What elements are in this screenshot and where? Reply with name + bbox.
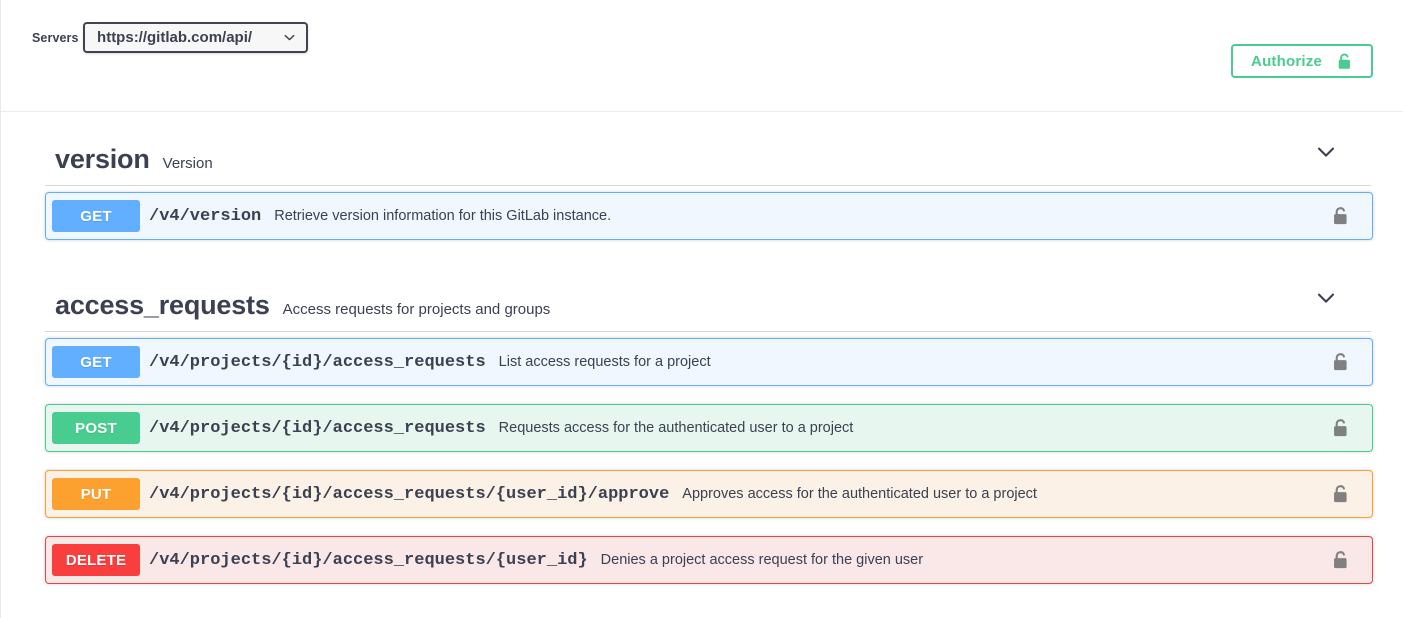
method-badge: PUT [52,478,140,510]
chevron-down-icon[interactable] [1313,284,1339,310]
unlock-icon[interactable] [1331,352,1350,373]
operations-area: version Version GET /v4/version Retrieve… [1,112,1403,584]
tag-header-access-requests[interactable]: access_requests Access requests for proj… [43,258,1373,331]
operation-path: /v4/projects/{id}/access_requests/{user_… [149,550,588,570]
method-badge: GET [52,200,140,232]
operation-path: /v4/version [149,206,262,226]
operation-summary: List access requests for a project [498,354,711,370]
method-badge: POST [52,412,140,444]
operation-list-version: GET /v4/version Retrieve version informa… [43,186,1373,240]
chevron-down-icon [283,31,296,44]
method-badge: GET [52,346,140,378]
unlock-icon[interactable] [1331,418,1350,439]
server-select-value: https://gitlab.com/api/ [97,29,253,46]
tag-description: Access requests for projects and groups [282,301,551,318]
tag-divider [45,331,1371,332]
operation-summary: Requests access for the authenticated us… [498,420,854,436]
tag-header-version[interactable]: version Version [43,112,1373,185]
servers-block: Servers https://gitlab.com/api/ [28,22,1373,53]
operation-summary: Denies a project access request for the … [600,552,924,568]
tag-section-version: version Version GET /v4/version Retrieve… [43,112,1373,240]
unlock-icon[interactable] [1331,550,1350,571]
operation-row[interactable]: DELETE /v4/projects/{id}/access_requests… [45,536,1373,584]
tag-section-access-requests: access_requests Access requests for proj… [43,258,1373,584]
authorize-button-label: Authorize [1251,52,1322,70]
tag-name: access_requests [55,290,270,320]
operation-row[interactable]: PUT /v4/projects/{id}/access_requests/{u… [45,470,1373,518]
operation-path: /v4/projects/{id}/access_requests/{user_… [149,484,670,504]
operation-row[interactable]: GET /v4/version Retrieve version informa… [45,192,1373,240]
operation-path: /v4/projects/{id}/access_requests [149,352,486,372]
method-badge: DELETE [52,544,140,576]
operation-path: /v4/projects/{id}/access_requests [149,418,486,438]
authorize-button[interactable]: Authorize [1231,44,1373,78]
tag-divider [45,185,1371,186]
server-select[interactable]: https://gitlab.com/api/ [83,22,309,53]
operation-summary: Approves access for the authenticated us… [682,486,1037,502]
unlock-icon [1336,52,1353,71]
operation-row[interactable]: POST /v4/projects/{id}/access_requests R… [45,404,1373,452]
tag-description: Version [162,155,213,172]
tag-name: version [55,144,150,174]
operation-row[interactable]: GET /v4/projects/{id}/access_requests Li… [45,338,1373,386]
operation-summary: Retrieve version information for this Gi… [274,208,612,224]
chevron-down-icon[interactable] [1313,138,1339,164]
scheme-bar: Servers https://gitlab.com/api/ Authoriz… [1,0,1403,112]
servers-label: Servers [32,31,79,45]
operation-list-access-requests: GET /v4/projects/{id}/access_requests Li… [43,332,1373,584]
unlock-icon[interactable] [1331,484,1350,505]
unlock-icon[interactable] [1331,206,1350,227]
